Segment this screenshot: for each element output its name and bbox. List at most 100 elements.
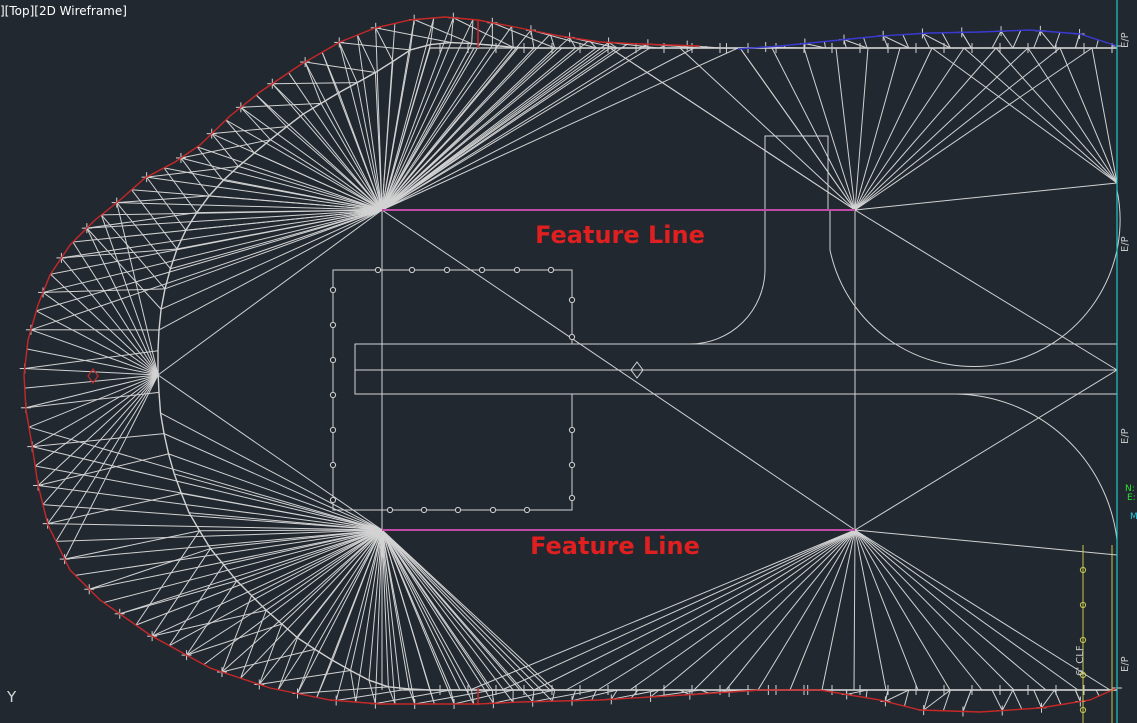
tin-line [225, 119, 383, 211]
tin-line [375, 689, 451, 705]
tin-line [185, 209, 383, 231]
tin-line [941, 32, 951, 49]
tin-line [146, 176, 187, 231]
tin-line [1001, 689, 1014, 711]
tin-line [903, 689, 910, 707]
tin-line [34, 374, 159, 467]
tin-line [208, 180, 224, 197]
drawing-text: Feature Line Feature Line E/P E/P E/P E/… [530, 32, 1137, 676]
viewport-controls-label[interactable]: ][Top][2D Wireframe] [0, 4, 127, 18]
tin-line [725, 529, 856, 691]
tin-line [923, 689, 951, 711]
tin-line [679, 47, 856, 211]
tin-line [158, 309, 162, 331]
tin-line [320, 92, 340, 104]
vertex-grip [329, 391, 337, 399]
tin-line [146, 176, 383, 211]
tin-line [608, 42, 618, 49]
tin-line [297, 529, 383, 694]
tin-line [381, 47, 431, 211]
tin-line [530, 29, 597, 49]
tin-line [931, 47, 1118, 184]
tin-line [338, 92, 383, 211]
tin-line [89, 548, 211, 590]
ucs-y-axis-icon: Y [7, 688, 17, 706]
tin-line [854, 47, 901, 211]
tin-line [151, 548, 211, 637]
feature-line-label-top[interactable]: Feature Line [535, 221, 705, 249]
tin-line [854, 529, 1015, 691]
tin-line [381, 47, 576, 211]
tin-line [863, 37, 868, 49]
tin-line [375, 60, 394, 74]
fence-post [1079, 636, 1087, 644]
tin-line [103, 529, 383, 604]
tin-line [885, 689, 909, 702]
tin-line [381, 529, 553, 702]
tin-line [1027, 47, 1118, 184]
tin-line [174, 473, 383, 531]
tin-line [286, 113, 304, 128]
tin-line [381, 61, 394, 211]
tin-line [176, 209, 383, 250]
tin-line [882, 35, 889, 49]
tin-line [921, 33, 931, 49]
tin-line [865, 689, 868, 698]
red-diamond-marker [87, 367, 99, 385]
tin-line [119, 529, 383, 615]
tin-line [196, 209, 383, 214]
tin-line [381, 47, 651, 211]
tin-line [381, 47, 556, 211]
tin-line [265, 529, 383, 611]
tin-line [511, 26, 514, 48]
tin-line [176, 229, 187, 250]
tin-line [225, 119, 255, 154]
tin-line [314, 529, 383, 650]
curve-c [954, 393, 1118, 541]
tin-line [42, 504, 383, 531]
tin-line [86, 212, 197, 229]
tin-line [429, 17, 435, 45]
tin-line [374, 72, 383, 211]
red-boundary [23, 16, 1118, 713]
vertex-grip [329, 496, 337, 504]
tin-line [297, 686, 389, 694]
building-outline [332, 269, 573, 511]
tin-line [25, 391, 160, 409]
feature-lines[interactable] [382, 209, 855, 531]
tin-line [305, 61, 376, 74]
tin-line [168, 564, 224, 646]
tin-line [56, 529, 383, 542]
tin-line [86, 227, 162, 310]
tin-line [240, 610, 267, 679]
tin-line [414, 689, 493, 705]
tin-line [429, 689, 435, 705]
tin-line [381, 529, 452, 691]
tin-line [168, 453, 383, 531]
tin-line [180, 157, 383, 211]
tin-line [180, 493, 190, 514]
tin-line [198, 530, 212, 549]
tin-line [26, 348, 159, 376]
tin-line [453, 689, 514, 705]
tin-line [381, 19, 474, 211]
tin-line [757, 529, 856, 691]
feature-line-label-bottom[interactable]: Feature Line [530, 532, 700, 560]
tin-line [854, 529, 1111, 691]
tin-line [188, 512, 201, 532]
tin-line [356, 82, 383, 211]
tin-line [196, 195, 210, 213]
tin-line [119, 580, 237, 615]
tin-line [1012, 689, 1023, 710]
tin-line [501, 529, 856, 691]
tin-line [36, 310, 159, 376]
vertex-grip [329, 286, 337, 294]
tin-line [375, 27, 394, 62]
tin-line [64, 529, 383, 560]
ep-label-2: E/P [1120, 236, 1131, 252]
tin-line [255, 94, 383, 211]
tin-line [381, 47, 563, 211]
tin-line [281, 623, 298, 639]
